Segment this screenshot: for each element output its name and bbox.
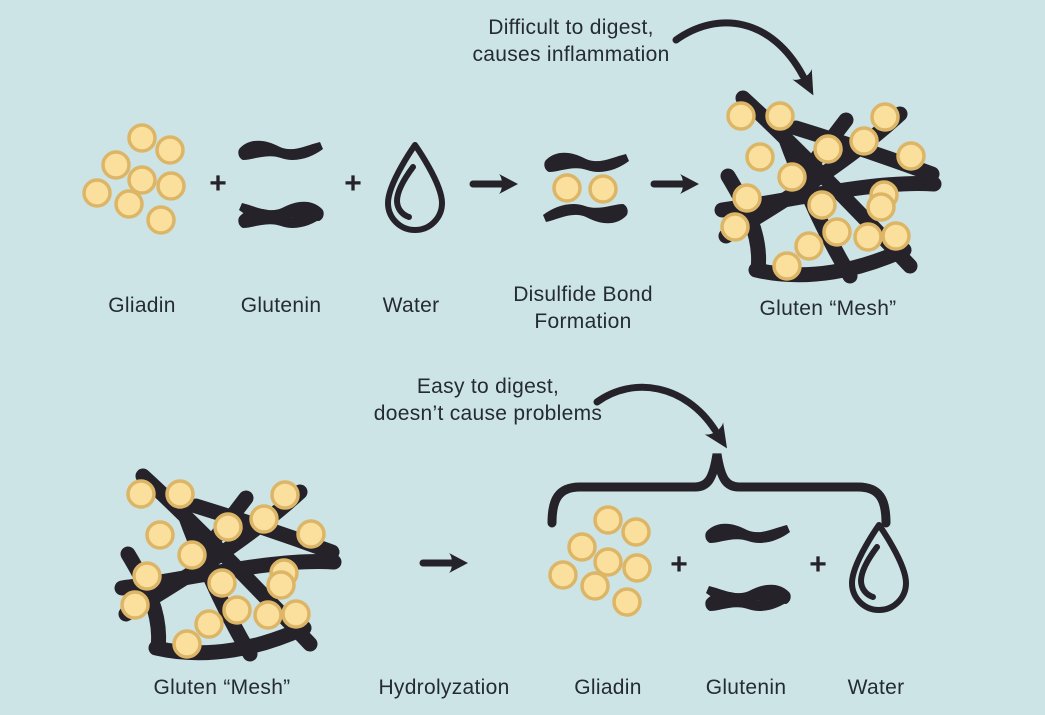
annotation-easy: Easy to digest, doesn’t cause problems bbox=[374, 373, 602, 427]
right-arrow-icon-1 bbox=[471, 171, 519, 197]
water-icon-top bbox=[379, 140, 451, 234]
plus-icon-1: + bbox=[209, 167, 227, 200]
label-disulfide-line1: Disulfide Bond bbox=[513, 283, 653, 306]
label-glutenin-bottom: Glutenin bbox=[705, 676, 787, 699]
plus-icon-4: + bbox=[809, 548, 827, 581]
label-gluten-mesh-bottom: Gluten “Mesh” bbox=[153, 676, 291, 699]
disulfide-bond-icon bbox=[540, 149, 632, 227]
glutenin-icon-bottom bbox=[700, 518, 795, 618]
annotation-difficult-line1: Difficult to digest, bbox=[488, 16, 654, 39]
gluten-mesh-icon-top bbox=[698, 84, 946, 302]
right-arrow-icon-2 bbox=[652, 171, 700, 197]
label-water-bottom: Water bbox=[847, 676, 905, 699]
label-gluten-mesh-top: Gluten “Mesh” bbox=[759, 297, 897, 320]
label-disulfide-line2: Formation bbox=[534, 310, 632, 333]
label-gliadin-top: Gliadin bbox=[108, 294, 176, 317]
plus-icon-2: + bbox=[344, 167, 362, 200]
annotation-easy-line2: doesn’t cause problems bbox=[373, 402, 603, 425]
label-gliadin-bottom: Gliadin bbox=[574, 676, 642, 699]
glutenin-icon-top bbox=[233, 135, 328, 235]
gluten-mesh-icon-bottom bbox=[98, 462, 346, 680]
label-glutenin-top: Glutenin bbox=[240, 294, 322, 317]
water-icon-bottom bbox=[843, 520, 915, 614]
curved-arrow-icon-top bbox=[672, 19, 814, 96]
gliadin-icon-top bbox=[82, 123, 186, 235]
curly-brace-icon bbox=[547, 453, 891, 528]
gliadin-icon-bottom bbox=[548, 505, 652, 617]
label-water-top: Water bbox=[382, 294, 440, 317]
annotation-difficult-line2: causes inflammation bbox=[472, 43, 670, 66]
plus-icon-3: + bbox=[670, 548, 688, 581]
curved-arrow-icon-bottom bbox=[593, 383, 728, 449]
annotation-difficult: Difficult to digest, causes inflammation bbox=[472, 14, 669, 68]
label-disulfide: Disulfide Bond Formation bbox=[513, 281, 653, 335]
annotation-easy-line1: Easy to digest, bbox=[416, 375, 560, 398]
label-hydrolyzation: Hydrolyzation bbox=[378, 676, 510, 699]
right-arrow-icon-3 bbox=[421, 550, 469, 576]
